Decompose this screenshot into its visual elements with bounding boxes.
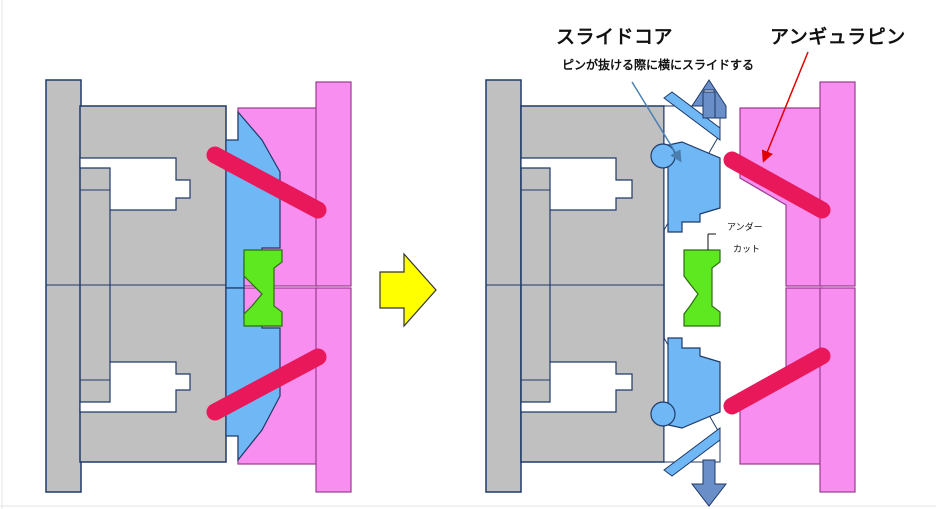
slide-core-bottom-lobe <box>650 401 676 427</box>
ejector-pocket-bottom-closed <box>79 361 191 413</box>
angular-pin-bottom-closed <box>206 348 327 421</box>
motion-arrow-down <box>690 459 728 507</box>
angular-pin-title: アンギュラピン <box>770 26 906 48</box>
slide-core-top-lobe <box>650 143 676 169</box>
ejector-pocket-top-open <box>520 157 633 211</box>
molded-part-open <box>683 249 721 327</box>
molded-part-closed <box>243 249 283 327</box>
slide-core-title: スライドコア <box>556 26 674 48</box>
motion-arrow-up-shaft <box>702 91 716 119</box>
core-back-plate-closed <box>45 79 82 493</box>
guide-strip-top <box>663 91 721 141</box>
core-back-plate-open <box>485 79 522 493</box>
undercut-label-line1: アンダー <box>727 223 763 233</box>
ejector-pocket-bottom-open <box>520 361 633 413</box>
cavity-plates-open <box>739 81 856 493</box>
closed-mold <box>45 79 352 493</box>
opened-mold <box>485 79 856 493</box>
slide-core-top-open <box>663 141 721 233</box>
transition-arrow <box>379 252 437 328</box>
slide-core-note: ピンが抜ける際に横にスライドする <box>562 58 755 72</box>
angular-pin-top-open <box>723 151 831 219</box>
undercut-label-line2: カット <box>733 245 761 255</box>
slide-core-callout-line <box>631 81 682 163</box>
ejector-pocket-top-closed <box>79 157 191 211</box>
slide-core-bottom-closed <box>225 287 281 462</box>
angular-pin-bottom-open <box>723 347 831 415</box>
angular-pin-callout-line <box>761 51 809 163</box>
angular-pin-top-closed <box>206 146 327 219</box>
guide-strip-bottom <box>663 427 721 477</box>
